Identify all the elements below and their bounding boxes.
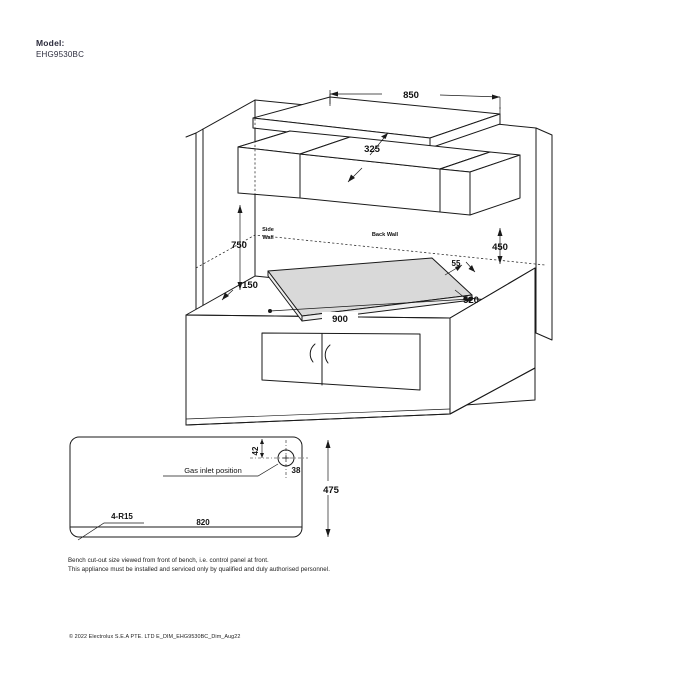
dim-label-850: 850 (403, 90, 419, 101)
note-line-1: Bench cut-out size viewed from front of … (68, 557, 269, 564)
cutout-rectangle (69, 436, 303, 538)
side-wall-front-edge (185, 132, 197, 138)
back-wall-label: Back Wall (372, 232, 399, 238)
dim-label-42: 42 (251, 446, 260, 455)
dimension-900: 900 (268, 297, 472, 325)
dim-label-520: 520 (463, 295, 479, 306)
dimension-750: 750 (231, 205, 247, 290)
dim-label-820: 820 (196, 518, 210, 527)
corner-radius-callout: 4-R15 (77, 512, 144, 541)
back-wall-panel (535, 127, 553, 341)
gas-inlet-leader: Gas inlet position (163, 463, 279, 477)
svg-text:Wall: Wall (262, 235, 274, 241)
note-line-2: This appliance must be installed and ser… (68, 566, 330, 574)
dimension-850: 850 (329, 90, 501, 121)
dimension-475: 475 (318, 440, 342, 537)
dimension-55: 55 (452, 259, 476, 273)
dimension-150: 150 (221, 280, 258, 301)
dimension-42: 42 (251, 439, 264, 458)
isometric-assembly: 850 325 750 150 (185, 90, 553, 426)
bench-cutout-plan: 42 38 Gas inlet position 4-R15 820 (69, 436, 342, 541)
installation-notes: Bench cut-out size viewed from front of … (68, 556, 330, 575)
dim-label-750: 750 (231, 240, 247, 251)
dim-label-4r15: 4-R15 (111, 512, 133, 521)
dimension-325: 325 (347, 132, 389, 183)
copyright-text: © 2022 Electrolux S.E.A PTE. LTD E_DIM_E… (69, 634, 241, 640)
dim-label-150: 150 (242, 280, 258, 291)
rangehood-body-right (439, 151, 521, 216)
gas-inlet-label: Gas inlet position (184, 466, 242, 475)
dim-label-475: 475 (323, 485, 340, 496)
dim-label-450: 450 (492, 242, 508, 253)
model-number: EHG9530BC (36, 49, 85, 59)
svg-text:Side: Side (262, 227, 274, 233)
bench-cabinet (185, 267, 536, 426)
side-wall-label: Side Wall (262, 227, 274, 241)
model-label: Model: (36, 38, 65, 48)
dim-label-55: 55 (452, 259, 461, 268)
dimension-520: 520 (444, 264, 479, 306)
dimension-450: 450 (492, 228, 508, 264)
rangehood-body-left (237, 130, 351, 199)
dim-label-38: 38 (292, 466, 301, 475)
dim-label-900: 900 (332, 314, 348, 325)
cabinet-doors (261, 332, 421, 391)
model-block: Model: EHG9530BC (36, 38, 84, 60)
dim-label-325: 325 (364, 144, 381, 155)
